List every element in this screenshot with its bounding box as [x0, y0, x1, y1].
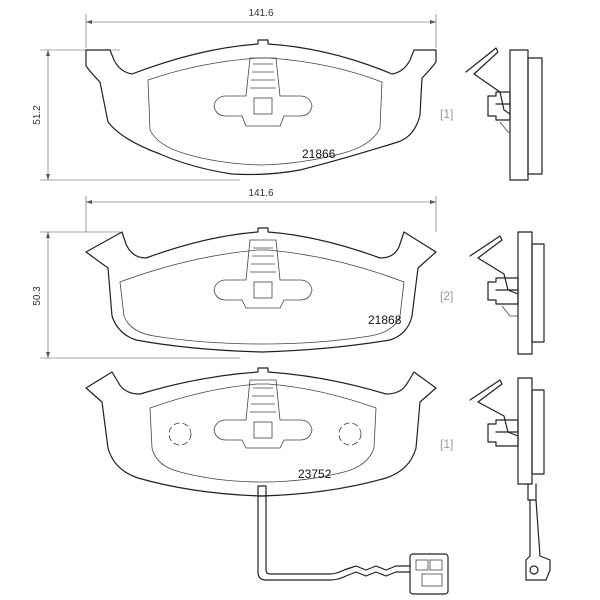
pad-2-height-label: 50.3 [32, 286, 43, 306]
pad-3-friction-lining [149, 383, 377, 483]
pad-1-friction-lining [147, 57, 383, 166]
pad-1: 141.6 51.2 21866 [1] [32, 8, 543, 181]
pad-1-side-view [465, 47, 543, 181]
pad-2-height-dimension: 50.3 [32, 231, 240, 359]
pad-3-right-circle [338, 422, 362, 446]
pad-3-left-circle [168, 422, 192, 446]
pad-2-friction-lining [119, 249, 405, 345]
pad-3-side-view [469, 377, 551, 581]
pad-2-width-label: 141.6 [248, 188, 273, 199]
pad-3-center-clip [213, 379, 313, 449]
pad-2-part-number: 21868 [368, 313, 402, 327]
pad-1-width-label: 141.6 [248, 8, 273, 19]
pad-3: 23752 [1] [85, 367, 551, 595]
pad-2-backing-plate [85, 227, 437, 353]
pad-1-width-dimension: 141.6 [85, 8, 437, 48]
pad-1-quantity: [1] [440, 107, 453, 121]
pad-2: 141.6 50.3 21868 [2] [32, 188, 545, 359]
pad-3-quantity: [1] [440, 437, 453, 451]
pad-2-quantity: [2] [440, 289, 453, 303]
pad-2-center-clip [213, 239, 313, 309]
pad-1-center-clip [213, 57, 313, 127]
pad-1-height-dimension: 51.2 [32, 49, 240, 181]
pad-3-backing-plate [85, 367, 437, 497]
pad-3-wear-sensor-wire [257, 485, 449, 595]
pad-1-backing-plate [85, 39, 437, 176]
pad-2-side-view [469, 231, 545, 355]
pad-1-part-number: 21866 [302, 147, 336, 161]
pad-2-width-dimension: 141.6 [85, 188, 437, 232]
pad-1-height-label: 51.2 [32, 105, 43, 125]
pad-3-part-number: 23752 [298, 467, 332, 481]
